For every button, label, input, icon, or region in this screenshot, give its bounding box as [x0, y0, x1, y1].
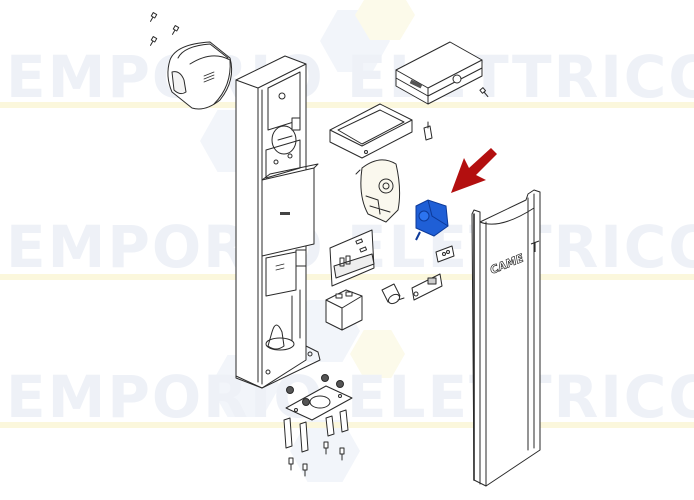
release-key	[423, 121, 433, 141]
anchor-bolts	[286, 374, 345, 477]
bar-holder-cap	[167, 41, 233, 110]
transformer	[325, 289, 363, 331]
cover-logo-icon	[530, 240, 540, 252]
anchor-plate	[283, 385, 353, 453]
screws-top	[150, 12, 180, 46]
motor-encoder	[415, 199, 449, 241]
gearmotor	[355, 159, 401, 223]
cam-bracket	[435, 245, 455, 263]
cabinet	[235, 55, 321, 389]
control-box-tray	[329, 103, 413, 159]
control-box-lid	[395, 41, 489, 105]
arrow-indicator-icon	[451, 148, 497, 193]
control-board	[329, 229, 375, 287]
limit-switch-plate	[411, 273, 443, 301]
front-cover	[471, 189, 541, 487]
capacitor	[381, 283, 405, 305]
